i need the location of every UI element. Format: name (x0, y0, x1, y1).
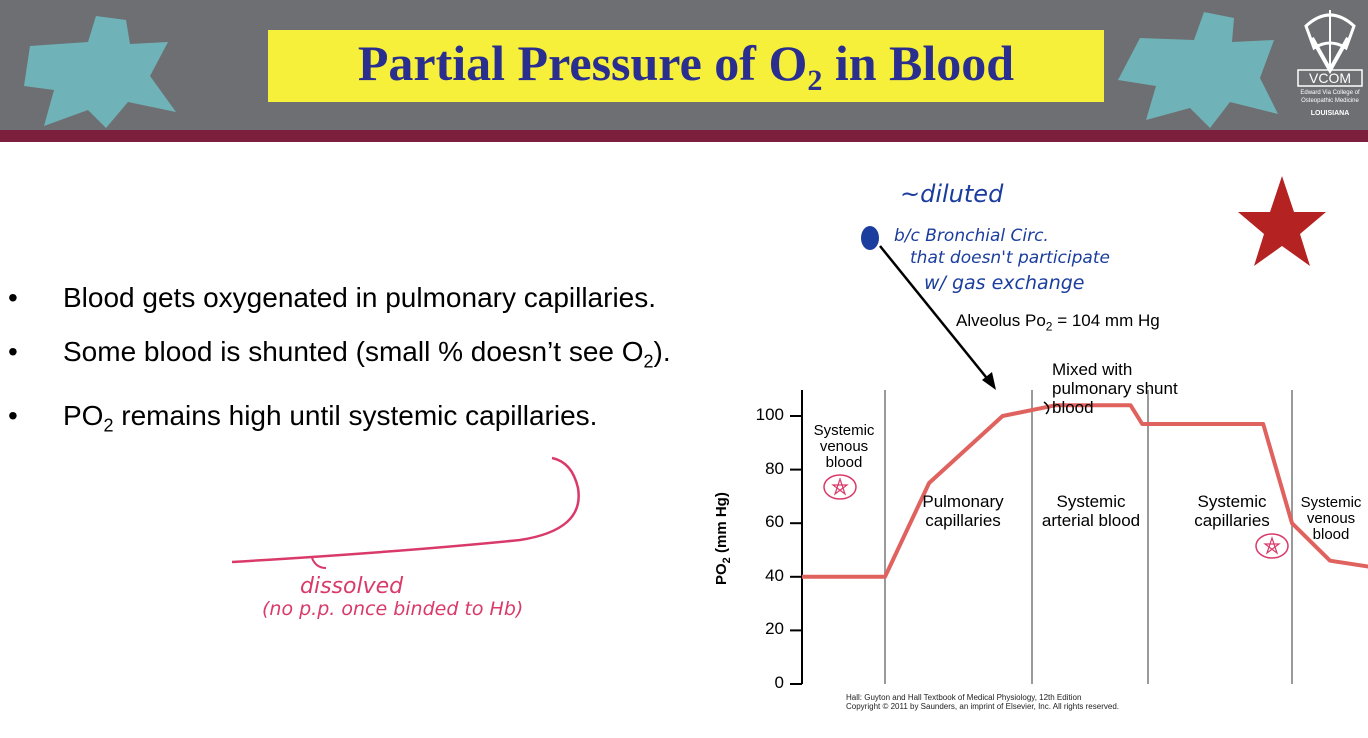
puzzle-piece-left-icon (24, 16, 176, 128)
figure-caption: Hall: Guyton and Hall Textbook of Medica… (846, 693, 1119, 711)
caption-line-2: Copyright © 2011 by Saunders, an imprint… (846, 702, 1119, 711)
y-tick-label: 40 (765, 565, 784, 585)
star-icon (1238, 176, 1326, 266)
star-doodle-icon (831, 477, 849, 496)
region-label: Systemic venous blood (1300, 495, 1362, 543)
y-tick-label: 20 (765, 619, 784, 639)
y-axis-label: PO2 (mm Hg) (713, 492, 733, 585)
po2-curve (802, 403, 1368, 579)
y-tick-label: 80 (765, 458, 784, 478)
region-label: Systemic arterial blood (1041, 492, 1141, 530)
annotation-bronchial-1: b/c Bronchial Circ. (894, 226, 1049, 246)
bullet-dot: • (8, 399, 18, 431)
logo-line-2: Osteopathic Medicine (1301, 98, 1359, 104)
bullet-item: •PO2 remains high until systemic capilla… (8, 399, 598, 436)
region-label: Pulmonary capillaries (922, 492, 1004, 530)
vcom-logo-icon: VCOM (1297, 10, 1363, 87)
alveolus-label: Alveolus Po2 = 104 mm Hg (956, 311, 1160, 334)
header-band (0, 130, 1368, 142)
annotation-bronchial-3: w/ gas exchange (924, 272, 1085, 294)
bullet-list: •Blood gets oxygenated in pulmonary capi… (0, 282, 700, 463)
shunt-label: Mixed with pulmonary shunt blood (1052, 360, 1178, 417)
bullet-item: •Blood gets oxygenated in pulmonary capi… (8, 282, 657, 313)
star-doodle-icon (1263, 536, 1281, 555)
bullet-dot: • (8, 282, 18, 313)
logo-name: VCOM (1309, 70, 1351, 86)
annotation-dissolved-note: (no p.p. once binded to Hb) (262, 598, 524, 620)
title-box: Partial Pressure of O2 in Blood (268, 30, 1104, 102)
bullet-dot: • (8, 336, 18, 367)
annotation-dissolved: dissolved (300, 574, 404, 599)
logo-state: LOUISIANA (1310, 110, 1350, 117)
y-tick-label: 60 (765, 512, 784, 532)
region-label: Systemic venous blood (813, 422, 875, 471)
region-label: Systemic capillaries (1194, 492, 1270, 530)
caption-line-1: Hall: Guyton and Hall Textbook of Medica… (846, 693, 1082, 702)
shunt-brace (1043, 401, 1050, 415)
y-tick-label: 0 (774, 673, 784, 692)
page-title: Partial Pressure of O2 in Blood (357, 35, 1015, 97)
bullet-item: •Some blood is shunted (small % doesn’t … (8, 336, 671, 372)
circled-star-icon (823, 474, 857, 500)
logo-line-1: Edward Via College of (1300, 90, 1360, 96)
annotation-bronchial-2: that doesn't participate (910, 248, 1110, 268)
circled-star-icon (1255, 533, 1289, 559)
annotation-diluted: ~diluted (900, 180, 1004, 208)
y-tick-label: 100 (755, 405, 784, 424)
puzzle-piece-right-icon (1118, 12, 1278, 128)
